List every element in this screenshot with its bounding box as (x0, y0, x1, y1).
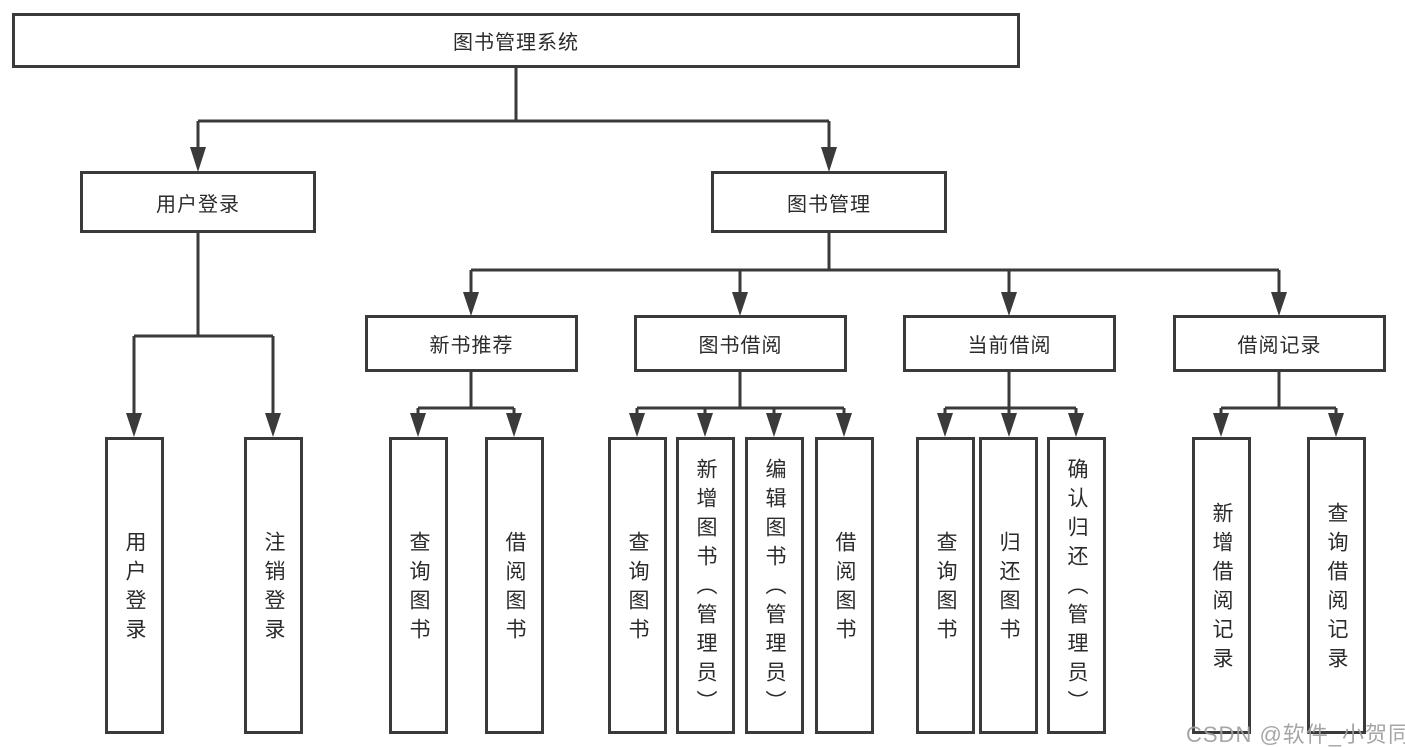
node-leaf-return-book: 归还图书 (979, 437, 1038, 734)
node-library-system-root: 图书管理系统 (12, 13, 1020, 68)
node-leaf-user-login: 用户登录 (105, 437, 164, 734)
node-new-book-recommend: 新书推荐 (365, 315, 578, 372)
node-leaf-query-books-current: 查询图书 (916, 437, 975, 734)
node-leaf-logout: 注销登录 (244, 437, 303, 734)
node-leaf-add-borrow-record: 新增借阅记录 (1192, 437, 1251, 734)
node-current-borrow: 当前借阅 (903, 315, 1116, 372)
node-leaf-query-borrow-record: 查询借阅记录 (1307, 437, 1366, 734)
node-user-login-branch: 用户登录 (80, 171, 316, 233)
node-borrow-records: 借阅记录 (1173, 315, 1386, 372)
node-leaf-query-books-borrow: 查询图书 (608, 437, 667, 734)
node-leaf-query-books-recommend: 查询图书 (389, 437, 448, 734)
node-book-borrow: 图书借阅 (634, 315, 847, 372)
node-book-management-branch: 图书管理 (711, 171, 947, 233)
node-leaf-edit-book-admin: 编辑图书（管理员） (745, 437, 804, 734)
node-leaf-borrow-books-recommend: 借阅图书 (485, 437, 544, 734)
node-leaf-add-book-admin: 新增图书（管理员） (676, 437, 735, 734)
node-leaf-confirm-return-admin: 确认归还（管理员） (1047, 437, 1106, 734)
csdn-watermark: CSDN @软件_小贺同学 (1186, 722, 1405, 747)
node-leaf-borrow-books: 借阅图书 (815, 437, 874, 734)
